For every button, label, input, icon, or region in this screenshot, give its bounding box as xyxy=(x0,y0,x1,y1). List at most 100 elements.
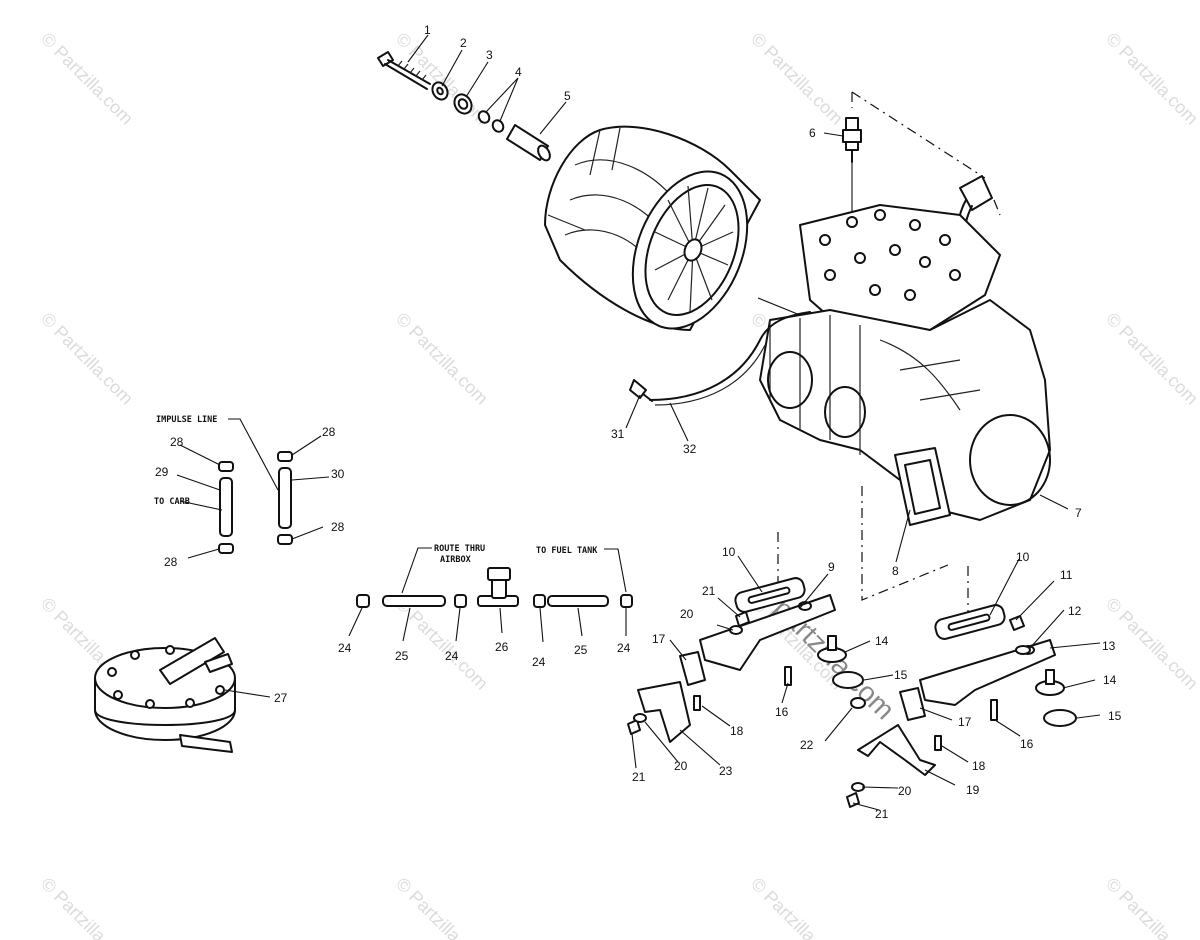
callout-labels: 1 2 3 4 5 6 7 8 9 10 10 11 12 13 14 14 1… xyxy=(155,23,1122,821)
washer xyxy=(729,625,743,635)
callout-5: 5 xyxy=(564,89,571,103)
callout-22: 22 xyxy=(800,738,814,752)
o-ring xyxy=(477,110,491,124)
pump-fitting xyxy=(159,637,225,685)
callout-16: 16 xyxy=(1020,737,1034,751)
crankcase-port xyxy=(824,386,866,438)
washer xyxy=(633,713,647,723)
impulse-line-group: IMPULSE LINE TO CARB xyxy=(154,415,293,554)
pump-outlet xyxy=(179,734,233,753)
plug-dash-line xyxy=(851,91,1001,216)
impulse-line-leader xyxy=(228,418,279,491)
callout-30: 30 xyxy=(331,467,345,481)
hose-clamp xyxy=(218,461,234,472)
callout-15: 15 xyxy=(894,668,908,682)
callout-21: 21 xyxy=(875,807,889,821)
engine-assembly xyxy=(629,91,1051,526)
callout-9: 9 xyxy=(828,560,835,574)
sheave-inner-rim xyxy=(644,184,740,316)
fuel-clamp xyxy=(454,594,467,608)
hose-clamp xyxy=(277,534,293,545)
crankcase-fins xyxy=(769,315,861,455)
mount-pad xyxy=(679,651,706,686)
note-route-thru: ROUTE THRU xyxy=(434,544,485,554)
callout-28: 28 xyxy=(170,435,184,449)
lower-bracket xyxy=(857,724,936,776)
watermark: © Partzilla.com xyxy=(1102,594,1200,694)
intake-adaptor-inner xyxy=(904,459,941,515)
cable-fitting-stem xyxy=(642,393,653,402)
watermark: © Partzilla.com xyxy=(37,29,137,129)
nut xyxy=(1009,615,1025,631)
callout-14: 14 xyxy=(1103,673,1117,687)
callout-16: 16 xyxy=(775,705,789,719)
fuel-tank-leader xyxy=(604,548,627,593)
cable-fitting xyxy=(629,379,647,399)
spacer xyxy=(850,697,866,709)
isolator-stud xyxy=(827,635,837,651)
engine-detail-lines xyxy=(879,339,981,411)
clutch-ribs xyxy=(547,127,621,231)
fuel-pump xyxy=(94,637,236,753)
callout-17: 17 xyxy=(652,632,666,646)
callout-25: 25 xyxy=(574,643,588,657)
callout-21: 21 xyxy=(632,770,646,784)
callout-6: 6 xyxy=(809,126,816,140)
bolt-thread xyxy=(397,60,427,81)
callout-3: 3 xyxy=(486,48,493,62)
hose-clamp xyxy=(218,543,234,554)
recoil-housing xyxy=(969,414,1051,506)
isolator-stud xyxy=(1045,669,1055,685)
callout-14: 14 xyxy=(875,634,889,648)
mount-bracket xyxy=(699,594,836,671)
spacer-hole xyxy=(457,98,469,110)
engine-strap xyxy=(934,604,1006,640)
callout-25: 25 xyxy=(395,649,409,663)
callout-20: 20 xyxy=(898,784,912,798)
callout-12: 12 xyxy=(1068,604,1082,618)
spark-plug-hex xyxy=(842,129,862,143)
mount-dash-lines xyxy=(777,486,969,614)
plug-cap xyxy=(959,175,993,211)
fuel-valve-knob xyxy=(487,567,511,581)
callout-28: 28 xyxy=(322,425,336,439)
fuel-clamp xyxy=(533,594,546,608)
callout-23: 23 xyxy=(719,764,733,778)
callout-20: 20 xyxy=(674,759,688,773)
callout-24: 24 xyxy=(617,641,631,655)
lower-bracket xyxy=(637,681,691,743)
leader-lines xyxy=(176,34,1101,811)
watermark: © Partzilla.com xyxy=(1102,309,1200,409)
watermark: © Partzilla.com xyxy=(392,874,492,940)
watermark: © Partzilla.com xyxy=(392,594,492,694)
callout-24: 24 xyxy=(338,641,352,655)
callout-18: 18 xyxy=(730,724,744,738)
bushing-end xyxy=(537,144,551,162)
intake-adaptor xyxy=(894,447,951,526)
mount-bolt xyxy=(784,666,792,686)
watermark: © Partzilla.com xyxy=(392,309,492,409)
spacer xyxy=(453,93,473,115)
bolt-shank xyxy=(384,59,431,90)
cable-leader xyxy=(757,297,801,316)
nut xyxy=(846,792,860,808)
mount-bracket xyxy=(919,639,1056,706)
engine-mounts xyxy=(627,486,1077,808)
callout-28: 28 xyxy=(164,555,178,569)
callout-4: 4 xyxy=(515,65,522,79)
fuel-line-group: ROUTE THRU AIRBOX TO FUEL TANK xyxy=(356,544,633,608)
watermark: © Partzilla.com xyxy=(747,29,847,129)
engine-strap-slot xyxy=(947,613,991,631)
mount-pad xyxy=(899,687,926,721)
sheave-hub xyxy=(683,238,703,262)
watermark: © Partzilla.com xyxy=(1102,29,1200,129)
note-airbox: AIRBOX xyxy=(440,555,471,565)
callout-31: 31 xyxy=(611,427,625,441)
callout-8: 8 xyxy=(892,564,899,578)
impulse-hose xyxy=(278,467,292,529)
callout-32: 32 xyxy=(683,442,697,456)
washer xyxy=(431,81,449,101)
callout-24: 24 xyxy=(445,649,459,663)
callout-19: 19 xyxy=(966,783,980,797)
callout-2: 2 xyxy=(460,36,467,50)
